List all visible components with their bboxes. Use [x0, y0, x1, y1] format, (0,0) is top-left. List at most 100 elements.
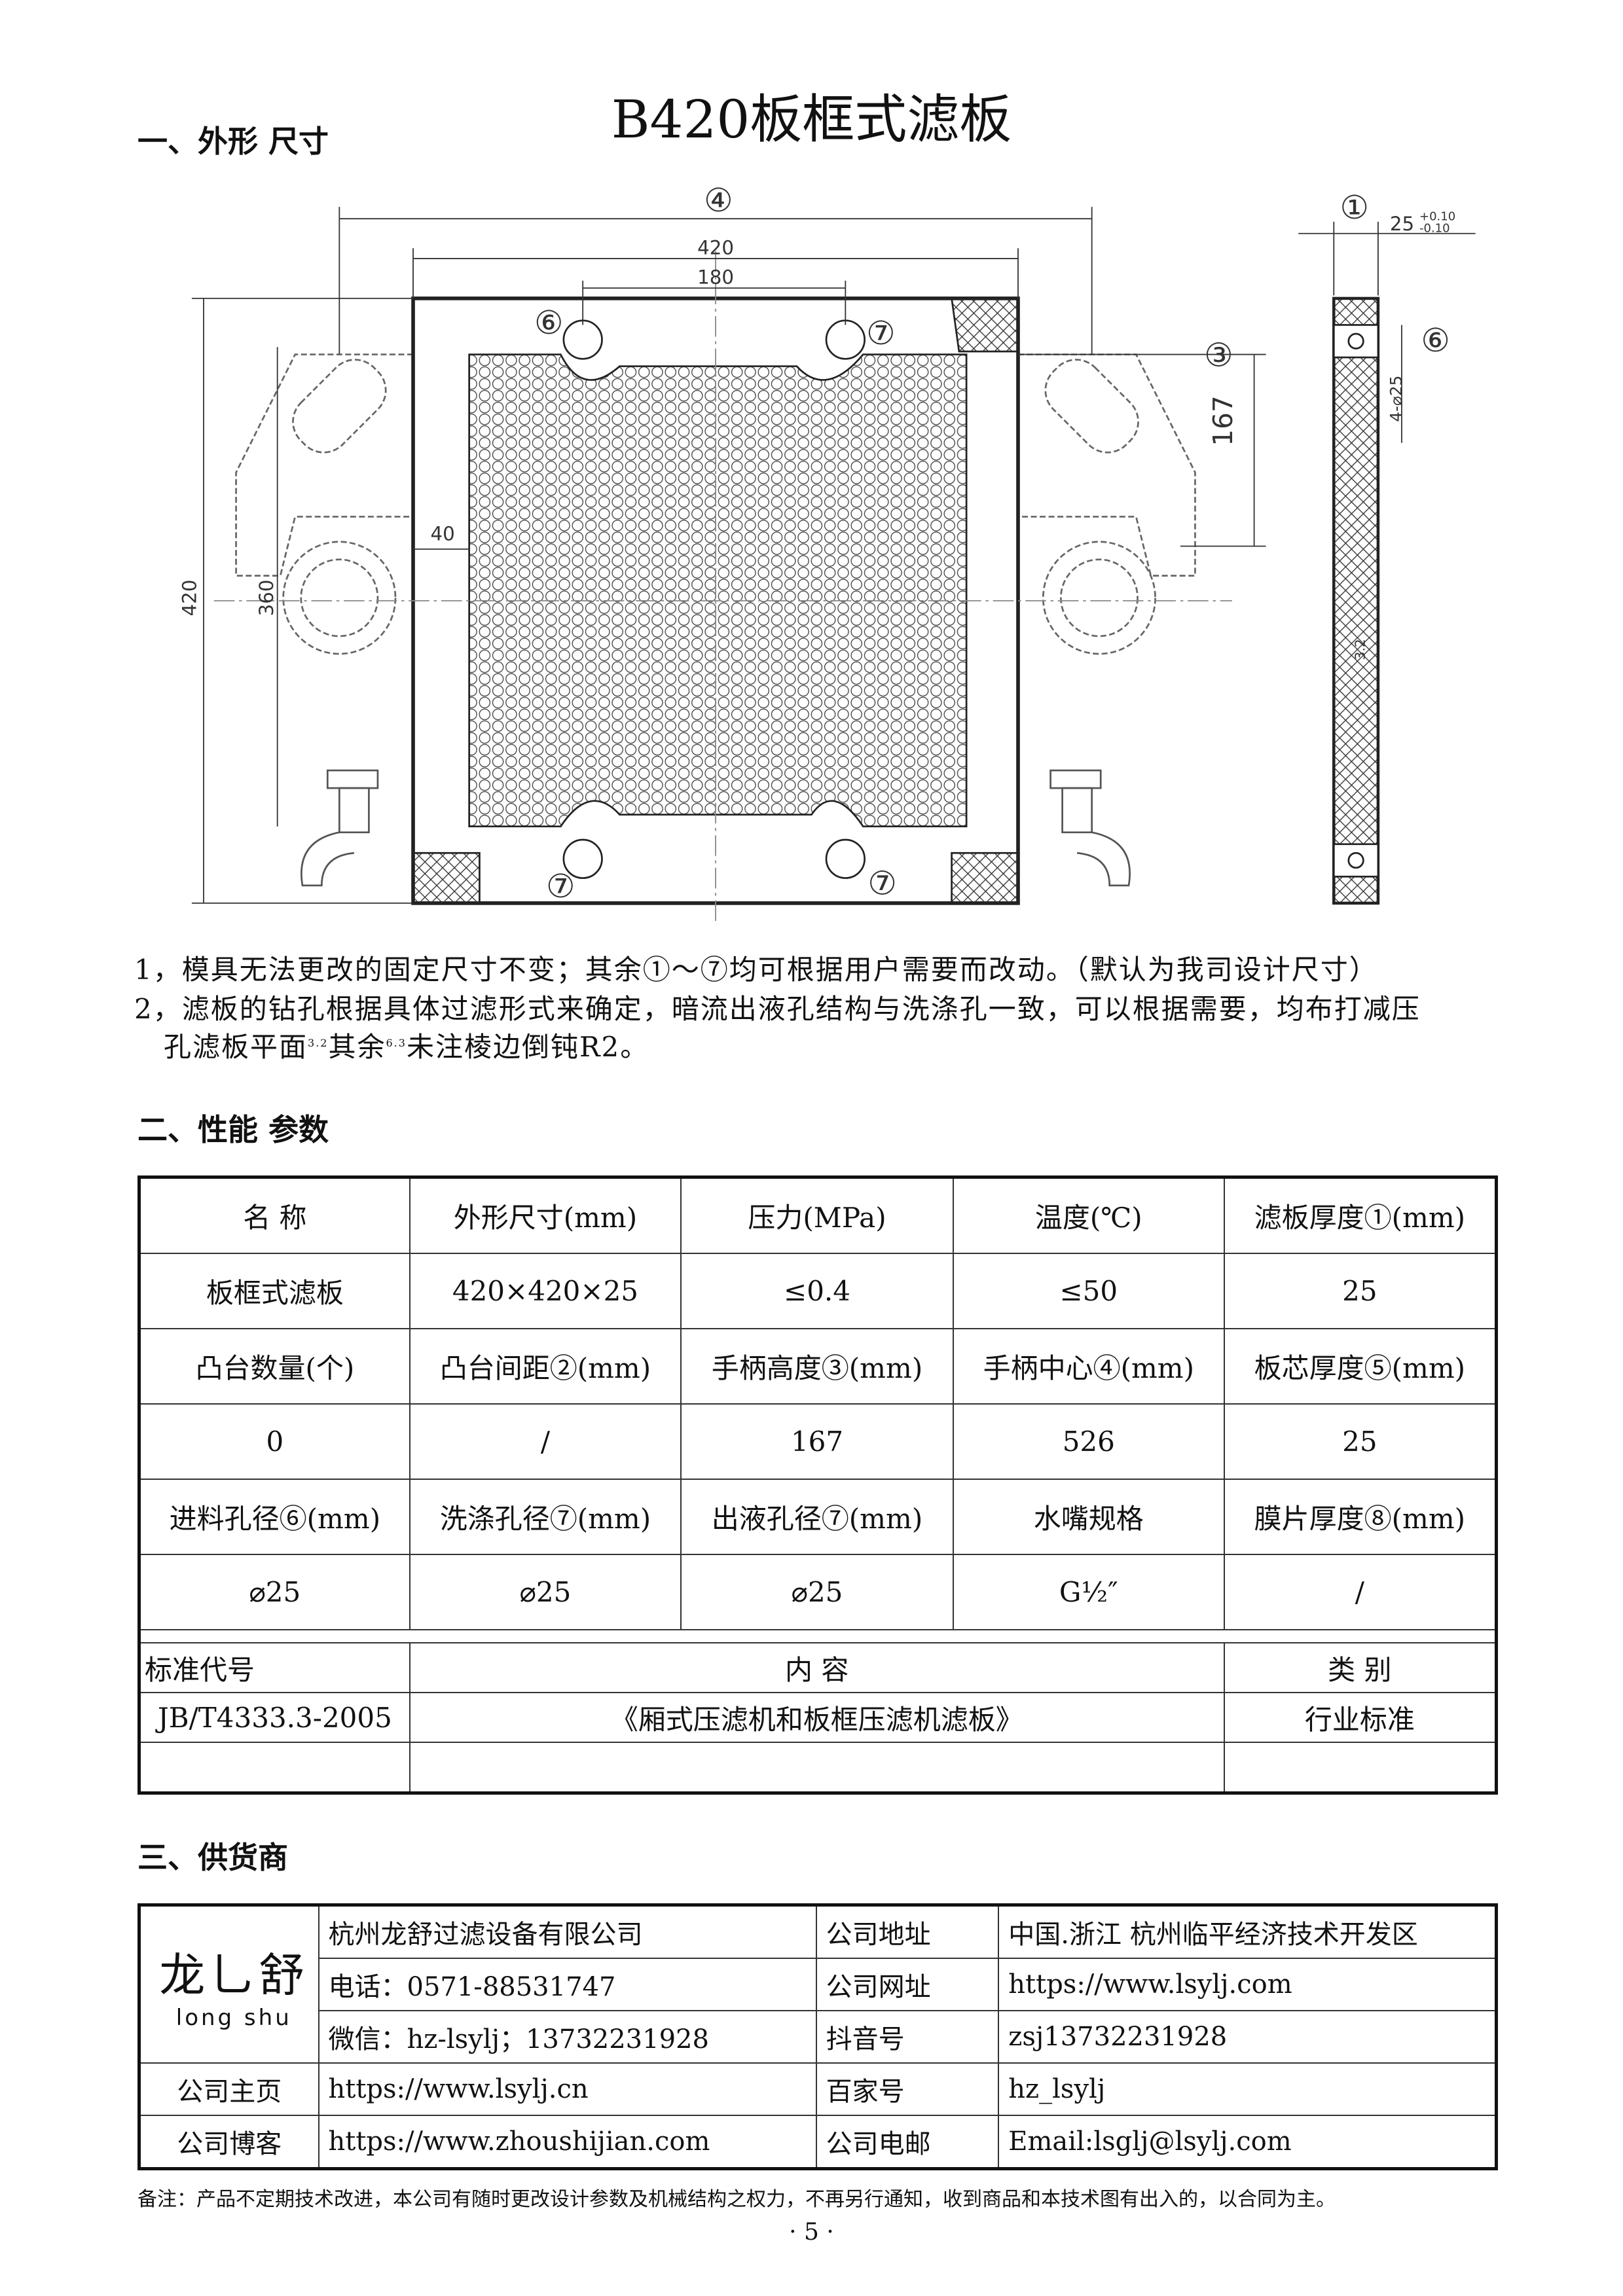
- table-cell: 0: [138, 1403, 410, 1480]
- page-number: · 5 ·: [789, 2219, 834, 2246]
- table-header: 温度(℃): [952, 1176, 1225, 1254]
- table-cell: [409, 1742, 1225, 1794]
- table-header: 洗涤孔径⑦(mm): [409, 1479, 682, 1555]
- right-handle: [1018, 353, 1196, 655]
- table-cell: ⌀25: [680, 1554, 954, 1630]
- hole-7-label: ⑦: [867, 864, 896, 902]
- tol-lower: -0.10: [1419, 221, 1450, 235]
- table-header: 名 称: [138, 1176, 410, 1254]
- douyin-value: zsj13732231928: [998, 2010, 1497, 2064]
- home-label: 公司主页: [138, 2062, 319, 2116]
- section-supplier-heading: 三、供货商: [137, 1840, 288, 1875]
- note-1: 1，模具无法更改的固定尺寸不变；其余①～⑦均可根据用户需要而改动。（默认为我司设…: [134, 954, 1378, 986]
- table-header: 膜片厚度⑧(mm): [1223, 1479, 1497, 1555]
- table-cell: 526: [952, 1403, 1225, 1480]
- filter-area: [468, 353, 968, 828]
- table-row: 电话：0571-88531747 公司网址 https://www.lsylj.…: [139, 1958, 1497, 2011]
- table-row: 龙乚舒 long shu 杭州龙舒过滤设备有限公司 公司地址 中国.浙江 杭州临…: [138, 1904, 1497, 2064]
- table-cell: 25: [1223, 1253, 1497, 1329]
- phone: 电话：0571-88531747: [318, 1958, 817, 2011]
- logo-subtext: long shu: [175, 2004, 292, 2031]
- note-2-continued: 孔滤板平面3.2其余6.3未注棱边倒钝R2。: [164, 1025, 649, 1065]
- dim-4-label: ④: [704, 181, 733, 219]
- note-text: 其余: [328, 1031, 386, 1063]
- table-header: 类 别: [1223, 1642, 1497, 1693]
- width-180-label: 180: [697, 266, 734, 288]
- supplier-table: 龙乚舒 long shu 杭州龙舒过滤设备有限公司 公司地址 中国.浙江 杭州临…: [137, 1903, 1498, 2170]
- hole-6-label: ⑥: [534, 304, 563, 342]
- home-link[interactable]: https://www.lsylj.cn: [318, 2062, 817, 2116]
- table-cell: ≤50: [952, 1253, 1225, 1329]
- website-label: 公司网址: [815, 1958, 1000, 2011]
- outlet-hole: [562, 838, 603, 879]
- width-420-label: 420: [697, 236, 734, 259]
- side-hole-6-label: ⑥: [1421, 321, 1450, 359]
- table-row: [138, 1742, 1497, 1794]
- section-shape-heading: 一、外形 尺寸: [137, 124, 329, 159]
- table-cell: [1223, 1742, 1497, 1794]
- table-row: 凸台数量(个)凸台间距②(mm)手柄高度③(mm)手柄中心④(mm)板芯厚度⑤(…: [138, 1328, 1497, 1405]
- table-spacer-row: [138, 1629, 1497, 1643]
- logo-text: 龙乚舒: [159, 1948, 309, 2002]
- table-header: 手柄高度③(mm): [680, 1328, 954, 1405]
- table-row: 标准代号 内 容 类 别: [138, 1642, 1497, 1693]
- website-link[interactable]: https://www.lsylj.com: [998, 1958, 1497, 2011]
- company-logo: 龙乚舒 long shu: [138, 1904, 319, 2064]
- table-cell: 板框式滤板: [138, 1253, 410, 1329]
- table-cell: 420×420×25: [409, 1253, 682, 1329]
- handle-167-label: 167: [1207, 395, 1239, 446]
- table-header: 标准代号: [138, 1642, 410, 1693]
- table-cell: 25: [1223, 1403, 1497, 1480]
- table-row: 微信：hz-lsylj；13732231928 抖音号 zsj137322319…: [139, 2010, 1497, 2064]
- table-cell: JB/T4333.3-2005: [138, 1692, 410, 1743]
- baijia-value: hz_lsylj: [998, 2062, 1497, 2116]
- blog-link[interactable]: https://www.zhoushijian.com: [318, 2115, 817, 2170]
- thickness-25-label: 25: [1390, 213, 1414, 235]
- height-360-label: 360: [255, 579, 278, 616]
- email-link[interactable]: Email:lsglj@lsylj.com: [998, 2115, 1497, 2170]
- dim-3-label: ③: [1204, 336, 1233, 374]
- table-row: 公司博客 https://www.zhoushijian.com 公司电邮 Em…: [138, 2115, 1497, 2170]
- table-cell: 行业标准: [1223, 1692, 1497, 1743]
- tol-upper: +0.10: [1419, 209, 1455, 223]
- offset-40-label: 40: [430, 523, 454, 545]
- note-2: 2，滤板的钻孔根据具体过滤形式来确定，暗流出液孔结构与洗涤孔一致，可以根据需要，…: [134, 993, 1421, 1025]
- side-view: [1332, 296, 1380, 905]
- table-cell: ⌀25: [409, 1554, 682, 1630]
- wash-hole: [825, 319, 866, 360]
- address-value: 中国.浙江 杭州临平经济技术开发区: [998, 1904, 1497, 1959]
- table-header: 出液孔径⑦(mm): [680, 1479, 954, 1555]
- section-performance-heading: 二、性能 参数: [137, 1112, 329, 1147]
- table-row: 名 称外形尺寸(mm)压力(MPa)温度(℃)滤板厚度①(mm): [138, 1176, 1497, 1254]
- table-header: 凸台间距②(mm): [409, 1328, 682, 1405]
- table-header: 进料孔径⑥(mm): [138, 1479, 410, 1555]
- table-cell: ⌀25: [138, 1554, 410, 1630]
- table-header: 外形尺寸(mm): [409, 1176, 682, 1254]
- page-title: B420板框式滤板: [611, 89, 1012, 150]
- table-row: 进料孔径⑥(mm)洗涤孔径⑦(mm)出液孔径⑦(mm)水嘴规格膜片厚度⑧(mm): [138, 1479, 1497, 1555]
- holes-label: 4-⌀25: [1387, 376, 1406, 422]
- email-label: 公司电邮: [815, 2115, 1000, 2170]
- table-cell: 《厢式压滤机和板框压滤机滤板》: [409, 1692, 1225, 1743]
- left-nozzle: [301, 769, 379, 887]
- footer-note: 备注：产品不定期技术改进，本公司有随时更改设计参数及机械结构之权力，不再另行通知…: [137, 2188, 1336, 2211]
- outlet-hole: [825, 838, 866, 879]
- note-text: 未注棱边倒钝R2。: [406, 1031, 649, 1063]
- feed-hole: [562, 319, 603, 360]
- table-header: 手柄中心④(mm): [952, 1328, 1225, 1405]
- table-header: 滤板厚度①(mm): [1223, 1176, 1497, 1254]
- baijia-label: 百家号: [815, 2062, 1000, 2116]
- company-name: 杭州龙舒过滤设备有限公司: [318, 1904, 817, 1959]
- table-row: JB/T4333.3-2005 《厢式压滤机和板框压滤机滤板》 行业标准: [138, 1692, 1497, 1743]
- roughness-symbol: 6.3: [386, 1037, 407, 1049]
- table-header: 板芯厚度⑤(mm): [1223, 1328, 1497, 1405]
- table-row: 公司主页 https://www.lsylj.cn 百家号 hz_lsylj: [138, 2062, 1497, 2116]
- spacer: [138, 1629, 1497, 1643]
- right-nozzle: [1049, 769, 1131, 887]
- table-header: 水嘴规格: [952, 1479, 1225, 1555]
